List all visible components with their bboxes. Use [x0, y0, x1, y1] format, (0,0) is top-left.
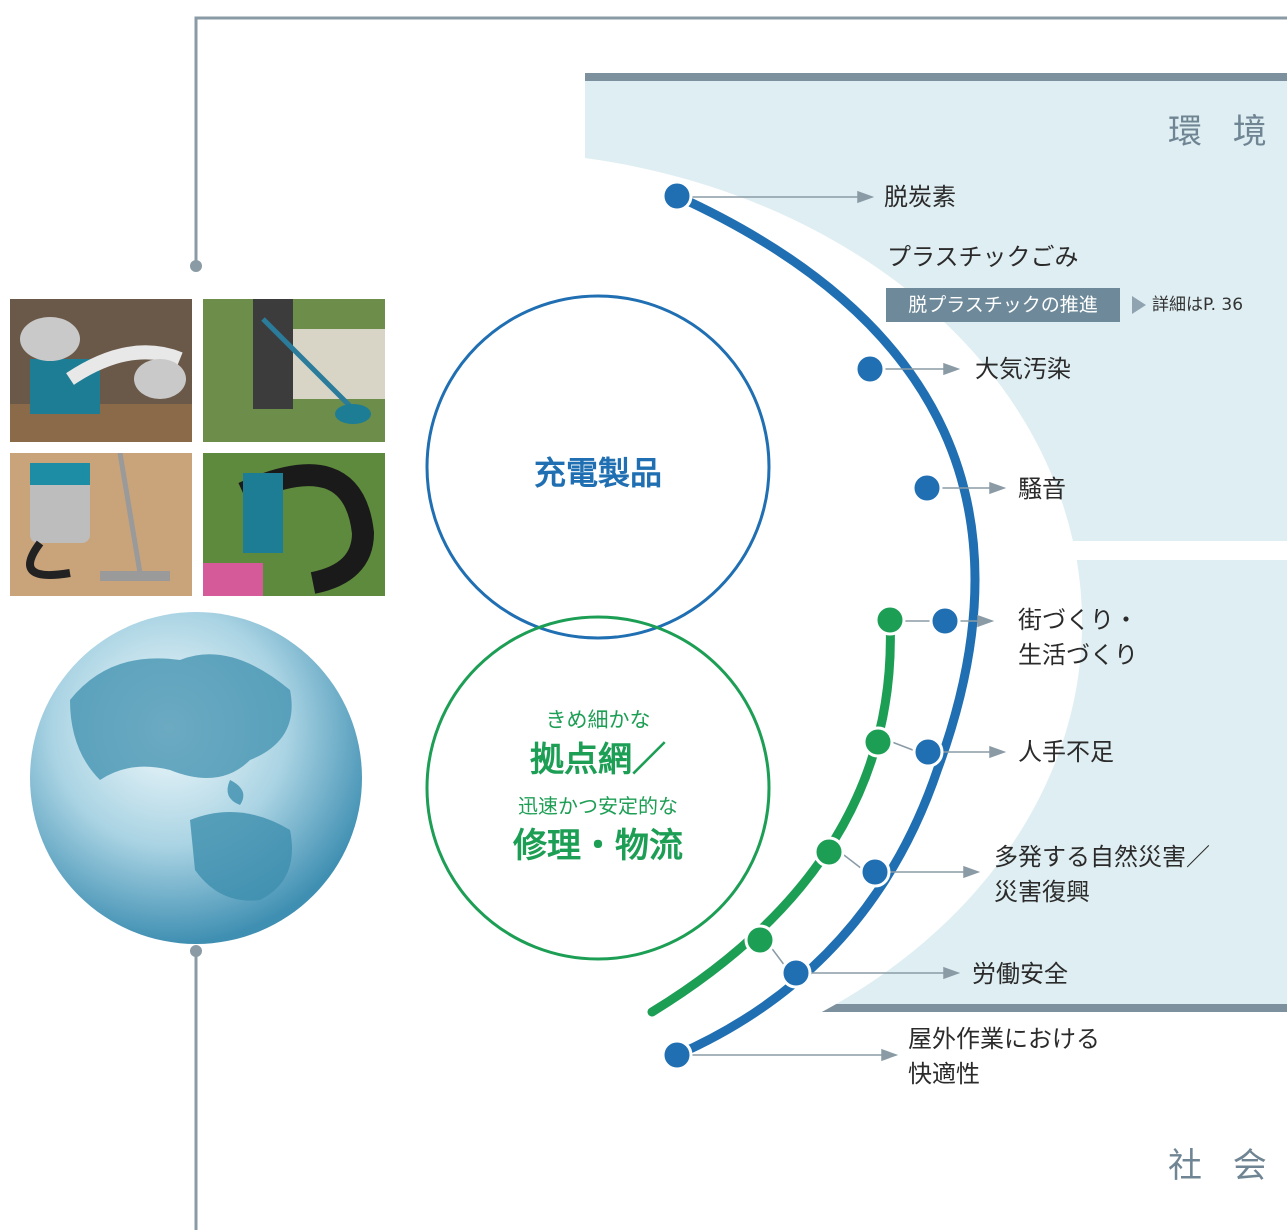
network-circle: [425, 615, 771, 961]
node-noise: [911, 472, 943, 504]
label-outdoor-line1: 屋外作業における: [908, 1025, 1100, 1053]
environment-title: 環 境: [1168, 112, 1277, 152]
globe-icon: [30, 612, 362, 944]
green-node-4: [744, 924, 776, 956]
society-title: 社 会: [1168, 1146, 1277, 1186]
frame-dot-bottom: [190, 945, 202, 957]
green-node-3: [813, 836, 845, 868]
node-town: [929, 605, 961, 637]
label-decarbonization: 脱炭素: [884, 183, 956, 211]
label-disaster-line2: 災害復興: [994, 878, 1090, 906]
node-decarbonization: [661, 180, 693, 212]
connectors: [690, 190, 1007, 1062]
cordless-circle: [425, 294, 771, 640]
label-labor-shortage: 人手不足: [1018, 738, 1114, 766]
frame-dot-top: [190, 260, 202, 272]
service-pre-label: 迅速かつ安定的な: [518, 794, 678, 818]
label-outdoor-line2: 快適性: [908, 1060, 980, 1088]
label-town-line2: 生活づくり: [1018, 641, 1138, 669]
service-main-label: 修理・物流: [513, 826, 683, 866]
cordless-products-label: 充電製品: [533, 454, 662, 492]
photo-heat-gun: [10, 299, 192, 442]
green-node-1: [874, 604, 906, 636]
frame-line-top: [194, 16, 1287, 265]
green-nodes: [744, 604, 906, 956]
play-triangle-icon: [1132, 296, 1146, 314]
page-reference-text: 詳細はP. 36: [1152, 295, 1244, 315]
plastic-tag: 脱プラスチックの推進: [886, 288, 1120, 322]
node-disaster: [859, 856, 891, 888]
photo-vacuum: [10, 453, 192, 596]
green-node-2: [862, 726, 894, 758]
blue-nodes: [661, 180, 961, 1071]
label-work-safety: 労働安全: [972, 960, 1068, 988]
page-reference[interactable]: 詳細はP. 36: [1132, 290, 1243, 320]
node-air-pollution: [854, 353, 886, 385]
label-disaster-line1: 多発する自然災害／: [994, 843, 1210, 871]
node-outdoor: [661, 1039, 693, 1071]
node-labor: [912, 736, 944, 768]
photo-blower: [203, 453, 385, 596]
label-noise: 騒音: [1018, 475, 1066, 503]
network-pre-label: きめ細かな: [545, 708, 651, 732]
white-semicircle-bulge: [400, 158, 1083, 1088]
label-plastic-waste: プラスチックごみ: [887, 243, 1079, 271]
label-town-line1: 街づくり・: [1018, 606, 1138, 634]
node-safety: [780, 957, 812, 989]
photo-grass-trimmer: [203, 299, 385, 442]
network-main-label: 拠点網／: [530, 740, 666, 780]
label-air-pollution: 大気汚染: [975, 355, 1071, 383]
